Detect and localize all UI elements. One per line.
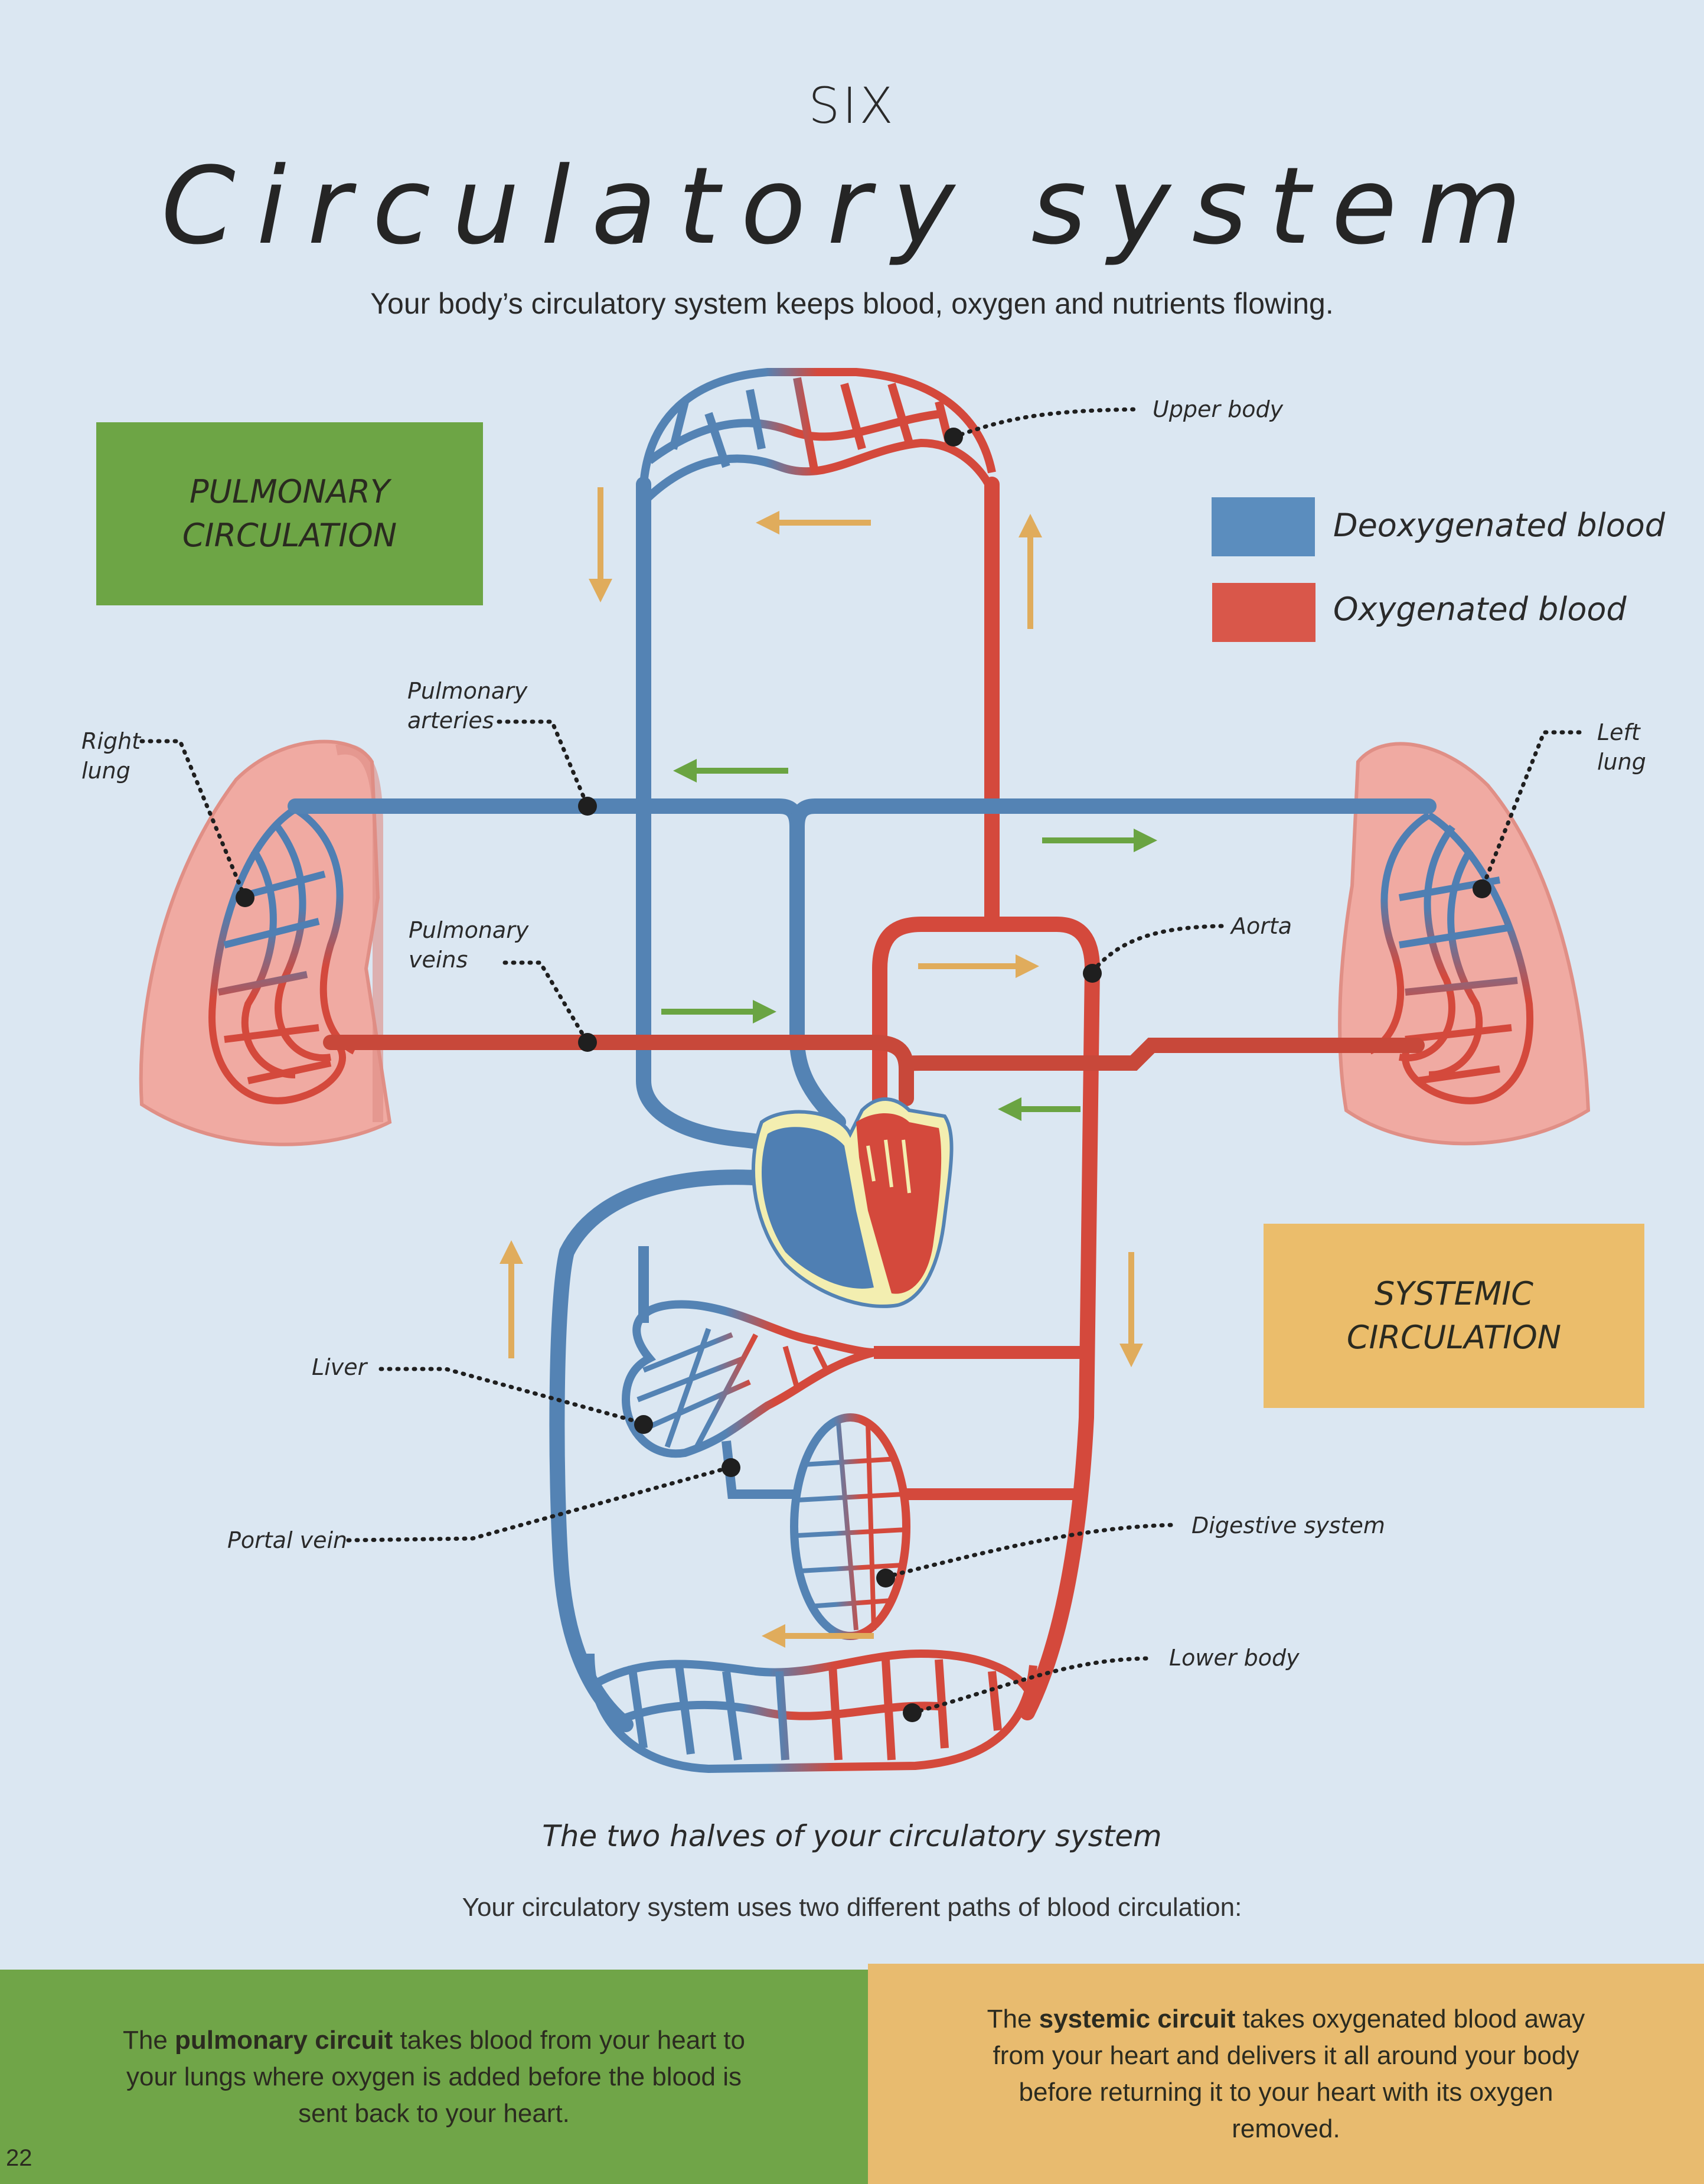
chapter-number: SIX bbox=[808, 77, 896, 135]
systemic-text-suffix: takes oxygenated blood away from your he… bbox=[993, 2004, 1585, 2143]
upper-body-capillaries bbox=[639, 368, 996, 505]
systemic-circulation-box: SYSTEMIC CIRCULATION bbox=[1264, 1224, 1644, 1408]
legend-label-deoxygenated: Deoxygenated blood bbox=[1333, 507, 1666, 544]
pulmonary-text-prefix: The bbox=[123, 2025, 175, 2055]
label-right-lung-line-2: lung bbox=[81, 758, 130, 784]
caption-title: The two halves of your circulatory syste… bbox=[542, 1819, 1162, 1853]
digestive-system bbox=[790, 1413, 1086, 1640]
label-portal-vein: Portal vein bbox=[227, 1527, 348, 1553]
label-pulmonary-arteries: Pulmonary arteries bbox=[407, 676, 527, 735]
label-pulmonary-arteries-line-2: arteries bbox=[407, 708, 494, 734]
dot-upper-body bbox=[944, 428, 963, 446]
pulmonary-text-bold: pulmonary circuit bbox=[175, 2025, 393, 2055]
leader-lines bbox=[139, 407, 1582, 1715]
pulmonary-vein-vessel bbox=[323, 1035, 1425, 1106]
label-digestive-system: Digestive system bbox=[1192, 1512, 1385, 1538]
label-dots bbox=[236, 428, 1491, 1722]
label-aorta: Aorta bbox=[1231, 913, 1292, 939]
pulmonary-box-line-2: CIRCULATION bbox=[182, 517, 397, 554]
heart bbox=[751, 1097, 954, 1308]
legend-label-oxygenated: Oxygenated blood bbox=[1333, 591, 1627, 628]
dot-aorta bbox=[1083, 964, 1102, 983]
systemic-circuit-panel: The systemic circuit takes oxygenated bl… bbox=[868, 1964, 1704, 2184]
label-pulmonary-veins-line-2: veins bbox=[409, 947, 468, 973]
left-lung-capillaries bbox=[1368, 811, 1534, 1104]
liver bbox=[621, 1246, 1092, 1458]
dot-digestive-system bbox=[876, 1569, 895, 1588]
label-liver: Liver bbox=[312, 1354, 367, 1380]
pulmonary-circulation-box: PULMONARY CIRCULATION bbox=[96, 422, 483, 605]
lower-body-capillaries bbox=[586, 1649, 1037, 1774]
page-subtitle: Your body’s circulatory system keeps blo… bbox=[370, 287, 1334, 320]
label-pulmonary-arteries-line-1: Pulmonary bbox=[407, 678, 528, 704]
pulmonary-circuit-panel: The pulmonary circuit takes blood from y… bbox=[0, 1970, 868, 2184]
dot-pulmonary-arteries bbox=[578, 797, 597, 816]
systemic-text-bold: systemic circuit bbox=[1039, 2004, 1236, 2033]
label-left-lung: Left lung bbox=[1597, 718, 1646, 777]
label-left-lung-line-2: lung bbox=[1597, 749, 1646, 775]
page-number: 22 bbox=[6, 2145, 32, 2171]
pulmonary-circuit-text: The pulmonary circuit takes blood from y… bbox=[109, 2022, 759, 2132]
label-right-lung-line-1: Right bbox=[81, 728, 141, 754]
caption-subtitle: Your circulatory system uses two differe… bbox=[462, 1893, 1242, 1922]
dot-right-lung bbox=[236, 888, 254, 907]
label-pulmonary-veins-line-1: Pulmonary bbox=[409, 917, 529, 943]
flow-arrows bbox=[500, 487, 1157, 1648]
dot-left-lung bbox=[1473, 879, 1491, 898]
label-upper-body: Upper body bbox=[1153, 396, 1284, 422]
label-right-lung: Right lung bbox=[81, 726, 141, 785]
label-left-lung-line-1: Left bbox=[1597, 719, 1640, 745]
pulmonary-box-line-1: PULMONARY bbox=[189, 473, 390, 510]
dot-liver bbox=[634, 1415, 653, 1434]
systemic-box-line-1: SYSTEMIC bbox=[1375, 1275, 1533, 1312]
dot-lower-body bbox=[903, 1703, 922, 1722]
page-title: Circulatory system bbox=[161, 145, 1543, 268]
pulmonary-text-suffix: takes blood from your heart to your lung… bbox=[126, 2025, 745, 2128]
right-lung-capillaries bbox=[208, 806, 356, 1104]
systemic-text-prefix: The bbox=[987, 2004, 1039, 2033]
label-pulmonary-veins: Pulmonary veins bbox=[409, 915, 528, 974]
aorta-vessel bbox=[872, 477, 1101, 1720]
systemic-circuit-text: The systemic circuit takes oxygenated bl… bbox=[961, 2001, 1611, 2147]
legend-swatch-deoxygenated bbox=[1212, 497, 1315, 556]
dot-pulmonary-veins bbox=[578, 1033, 597, 1052]
vena-cava bbox=[549, 477, 799, 1732]
systemic-box-line-2: CIRCULATION bbox=[1346, 1319, 1562, 1356]
label-lower-body: Lower body bbox=[1169, 1645, 1300, 1671]
dot-portal-vein bbox=[722, 1458, 740, 1477]
legend-swatch-oxygenated bbox=[1212, 583, 1315, 642]
